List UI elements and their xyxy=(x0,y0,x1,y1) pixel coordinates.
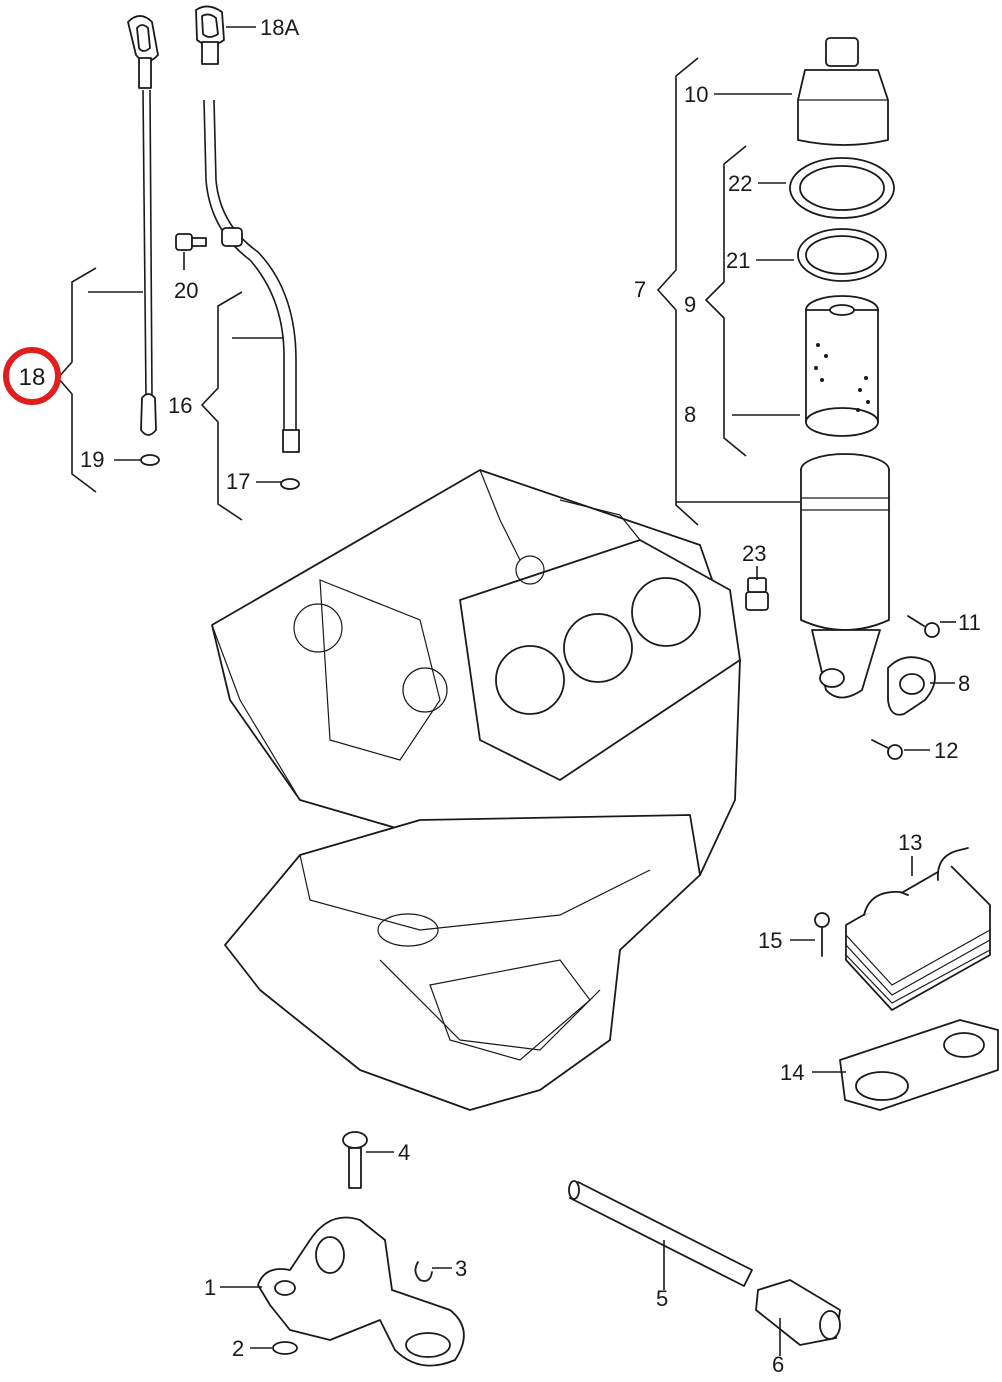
leader-lines xyxy=(56,26,956,1356)
label-7[interactable]: 7 xyxy=(634,277,646,302)
oil-pump[interactable] xyxy=(257,1216,465,1367)
label-20[interactable]: 20 xyxy=(174,278,198,303)
tube-5[interactable] xyxy=(568,1180,753,1287)
highlight-circle xyxy=(3,347,61,405)
label-12[interactable]: 12 xyxy=(934,738,958,763)
gasket-8[interactable] xyxy=(887,656,936,716)
label-6[interactable]: 6 xyxy=(772,1352,784,1377)
label-18[interactable]: 18 xyxy=(19,364,46,391)
label-14[interactable]: 14 xyxy=(780,1060,804,1085)
plug-23[interactable] xyxy=(745,577,769,611)
label-19[interactable]: 19 xyxy=(80,447,104,472)
label-10[interactable]: 10 xyxy=(684,82,708,107)
o-ring-2[interactable] xyxy=(272,1341,298,1355)
label-3[interactable]: 3 xyxy=(455,1256,467,1281)
oil-cooler[interactable] xyxy=(845,847,991,1011)
label-5[interactable]: 5 xyxy=(656,1286,668,1311)
cooler-gasket-14[interactable] xyxy=(839,1019,999,1111)
oil-filter-cap[interactable] xyxy=(797,37,889,146)
label-4[interactable]: 4 xyxy=(398,1140,410,1165)
label-21[interactable]: 21 xyxy=(726,248,750,273)
bolt-11[interactable] xyxy=(907,615,940,638)
bolt-15[interactable] xyxy=(814,912,830,957)
dipstick-guide-tube[interactable] xyxy=(195,5,300,490)
label-15[interactable]: 15 xyxy=(758,928,782,953)
label-8-filter[interactable]: 8 xyxy=(684,402,696,427)
label-8-gasket[interactable]: 8 xyxy=(958,671,970,696)
filter-element[interactable] xyxy=(805,295,879,437)
oil-pan xyxy=(224,814,701,1111)
label-11[interactable]: 11 xyxy=(958,610,981,635)
clip-3[interactable] xyxy=(414,1261,433,1282)
label-9[interactable]: 9 xyxy=(684,292,696,317)
part-labels: 18 18A 19 20 16 17 10 22 21 7 9 8 23 11 … xyxy=(19,15,981,1377)
label-13[interactable]: 13 xyxy=(898,830,922,855)
bolt-12[interactable] xyxy=(871,739,903,760)
label-16[interactable]: 16 xyxy=(168,393,192,418)
label-17[interactable]: 17 xyxy=(226,469,250,494)
dipstick[interactable] xyxy=(127,15,160,466)
label-1[interactable]: 1 xyxy=(204,1275,216,1300)
seal-ring-21[interactable] xyxy=(797,228,887,282)
fitting-6[interactable] xyxy=(755,1279,841,1346)
label-23[interactable]: 23 xyxy=(742,541,766,566)
label-22[interactable]: 22 xyxy=(728,171,752,196)
engine-block xyxy=(211,469,741,881)
seal-ring-22[interactable] xyxy=(789,157,895,219)
bolt-4[interactable] xyxy=(342,1131,368,1189)
label-2[interactable]: 2 xyxy=(232,1336,244,1361)
label-18a[interactable]: 18A xyxy=(260,15,299,40)
bolt-20[interactable] xyxy=(175,233,207,251)
filter-housing[interactable] xyxy=(800,453,890,699)
